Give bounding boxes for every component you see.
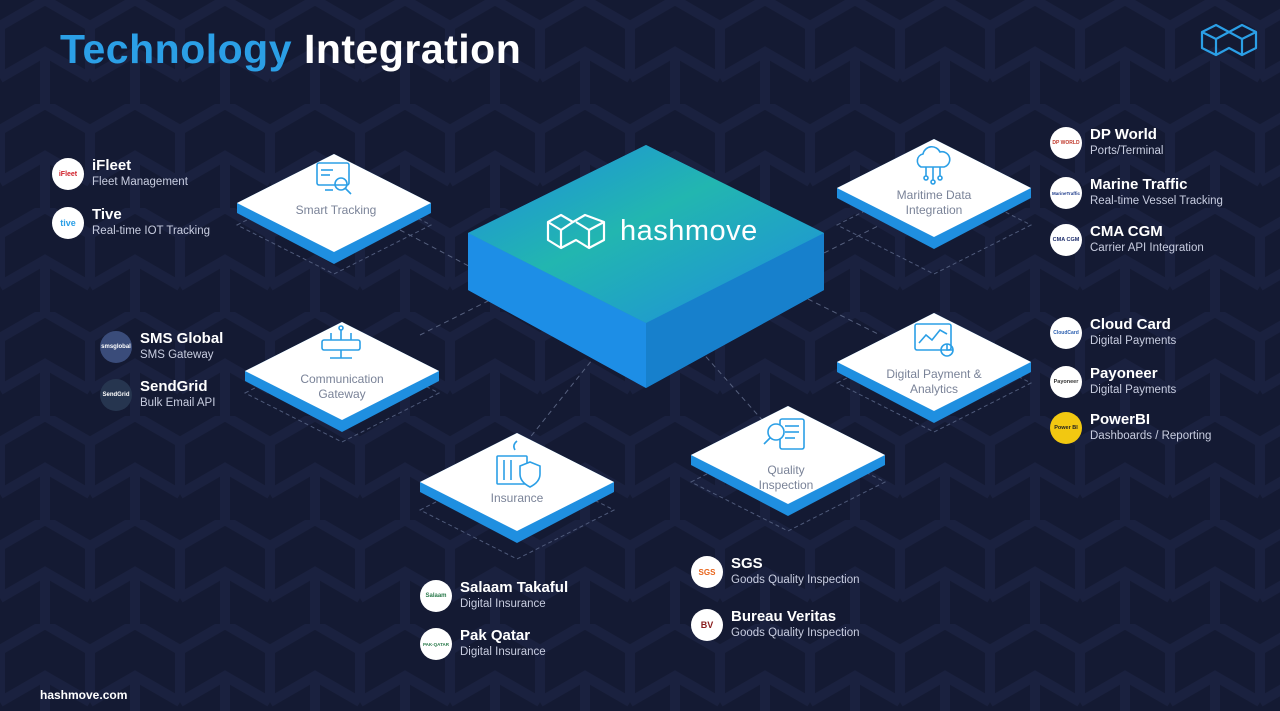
title-word-technology: Technology <box>60 26 293 72</box>
tile-quality-inspection: Quality Inspection <box>691 406 885 516</box>
partner-desc: Goods Quality Inspection <box>731 627 860 639</box>
tile-label: Inspection <box>759 478 814 492</box>
footer-url[interactable]: hashmove.com <box>40 688 128 702</box>
smsglobal-logo: smsglobal <box>100 331 132 363</box>
partner-desc: Digital Payments <box>1090 335 1177 347</box>
tile-label: Quality <box>767 463 804 477</box>
partner-name: Pak Qatar <box>460 627 531 644</box>
tile-smart-tracking: Smart Tracking <box>237 154 431 264</box>
magnify-document-icon <box>763 418 805 450</box>
tile-label: Smart Tracking <box>296 203 377 217</box>
shield-container-icon <box>496 440 541 488</box>
marinetraffic-logo: MarineTraffic <box>1050 177 1082 209</box>
tile-label: Digital Payment & <box>886 367 981 381</box>
tile-label: Insurance <box>491 491 544 505</box>
partner-name: PowerBI <box>1090 411 1151 428</box>
partner-name: Marine Traffic <box>1090 176 1188 193</box>
partner-name: iFleet <box>92 157 132 174</box>
partner-name: CMA CGM <box>1090 223 1163 240</box>
salaam-logo: Salaam <box>420 580 452 612</box>
hashmove-brand-text: hashmove <box>620 215 758 247</box>
partner-desc: SMS Gateway <box>140 349 214 361</box>
partner-desc: Digital Payments <box>1090 384 1177 396</box>
hashmove-platform: hashmove <box>468 145 824 388</box>
partner-name: Salaam Takaful <box>460 579 569 596</box>
tile-digital-payment-analytics: Digital Payment & Analytics <box>837 313 1031 423</box>
partner-name: Payoneer <box>1090 365 1158 382</box>
partner-name: SendGrid <box>140 378 208 395</box>
cloudcard-logo: CloudCard <box>1050 317 1082 349</box>
hashmove-brand-icon <box>546 213 606 250</box>
sendgrid-logo: SendGrid <box>100 379 132 411</box>
partner-desc: Bulk Email API <box>140 397 216 409</box>
title-word-integration: Integration <box>303 26 522 72</box>
partner-name: Tive <box>92 206 122 223</box>
tile-insurance: Insurance <box>420 433 614 543</box>
tile-label: Communication <box>300 372 383 386</box>
tive-logo: tive <box>52 207 84 239</box>
partner-name: DP World <box>1090 126 1157 143</box>
powerbi-logo: Power BI <box>1050 412 1082 444</box>
tile-label: Analytics <box>910 382 958 396</box>
partner-desc: Digital Insurance <box>460 598 546 610</box>
partner-powerbi[interactable]: Power BI PowerBI Dashboards / Reporting <box>1050 411 1211 444</box>
partner-desc: Carrier API Integration <box>1090 242 1204 254</box>
partner-name: Cloud Card <box>1090 316 1171 333</box>
tile-communication-gateway: Communication Gateway <box>245 322 439 432</box>
page-title: Technology Integration <box>60 26 521 73</box>
tile-label: Integration <box>906 203 963 217</box>
partner-name: Bureau Veritas <box>731 608 837 625</box>
tile-label: Gateway <box>318 387 365 401</box>
pakqatar-logo: PAK-QATAR <box>420 628 452 660</box>
cmacgm-logo: CMA CGM <box>1050 224 1082 256</box>
cloud-network-icon <box>916 146 951 185</box>
ifleet-logo: iFleet <box>52 158 84 190</box>
partner-cma-cgm[interactable]: CMA CGM CMA CGM Carrier API Integration <box>1050 223 1204 256</box>
bureau-veritas-logo: BV <box>691 609 723 641</box>
dpworld-logo: DP WORLD <box>1050 127 1082 159</box>
partner-desc: Ports/Terminal <box>1090 145 1164 157</box>
router-icon <box>321 325 361 359</box>
tile-label: Maritime Data <box>897 188 972 202</box>
partner-desc: Real-time Vessel Tracking <box>1090 195 1223 207</box>
tile-maritime-data-integration: Maritime Data Integration <box>837 139 1031 249</box>
partner-sgs[interactable]: SGS SGS Goods Quality Inspection <box>691 555 860 588</box>
partner-desc: Real-time IOT Tracking <box>92 225 211 237</box>
payoneer-logo: Payoneer <box>1050 366 1082 398</box>
partner-name: SGS <box>731 555 763 572</box>
sgs-logo: SGS <box>691 556 723 588</box>
partner-desc: Dashboards / Reporting <box>1090 430 1212 442</box>
partner-name: SMS Global <box>140 330 224 347</box>
partner-desc: Goods Quality Inspection <box>731 574 860 586</box>
tracking-monitor-icon <box>316 162 352 195</box>
hashmove-logo-icon <box>1200 23 1258 57</box>
partner-desc: Fleet Management <box>92 176 188 188</box>
analytics-dashboard-icon <box>914 323 954 357</box>
partner-desc: Digital Insurance <box>460 646 546 658</box>
